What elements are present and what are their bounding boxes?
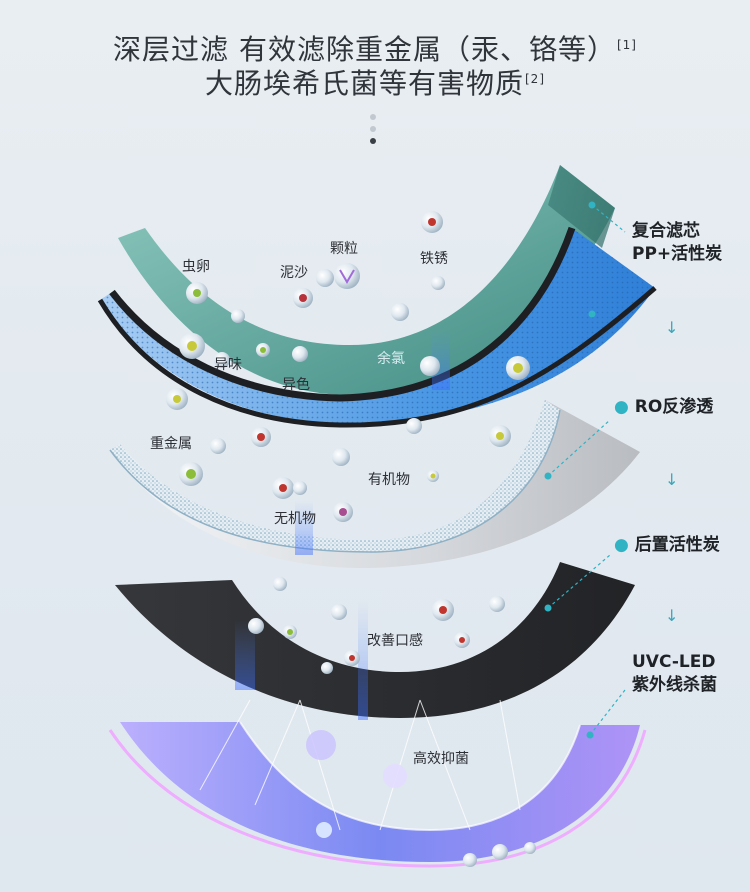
stage-label-composite-filter: 复合滤芯 PP+活性炭 — [632, 221, 723, 264]
reference-2: [2] — [525, 71, 545, 86]
pointer-dot — [544, 472, 552, 480]
stage-label-ro: ● RO反渗透 — [614, 397, 714, 417]
down-arrow-icon: ↓ — [665, 470, 679, 489]
reference-1: [1] — [616, 37, 637, 52]
foam-layer — [118, 165, 615, 395]
label-particles: 颗粒 — [330, 241, 358, 257]
uv-rays — [199, 699, 521, 831]
label-inorganics: 无机物 — [274, 511, 316, 527]
water-flow-beams — [235, 330, 450, 720]
label-antibacterial: 高效抑菌 — [413, 751, 469, 767]
label-rust: 铁锈 — [420, 251, 448, 267]
ro-membrane-layer — [109, 400, 640, 569]
pointer-dot — [544, 604, 552, 612]
pager-dot-active[interactable] — [370, 138, 376, 144]
headline-line-1: 深层过滤 有效滤除重金属（汞、铬等）[1] — [113, 33, 637, 66]
pointer-dot — [588, 310, 596, 318]
pointer-dot — [586, 731, 594, 739]
label-chlorine: 余氯 — [377, 351, 405, 367]
label-heavy-metals: 重金属 — [150, 436, 192, 452]
down-arrow-icon: ↓ — [665, 318, 679, 337]
down-arrow-icon: ↓ — [665, 606, 679, 625]
label-taste: 改善口感 — [367, 633, 423, 649]
uv-led-layer — [108, 721, 647, 868]
label-color: 异色 — [282, 377, 310, 393]
stage-label-uvc: UVC-LED 紫外线杀菌 — [632, 652, 717, 695]
page-indicator — [370, 114, 376, 150]
pointer-dot — [588, 201, 596, 209]
label-odor: 异味 — [214, 357, 242, 373]
pager-dot[interactable] — [370, 126, 376, 132]
label-organics: 有机物 — [368, 472, 410, 488]
stage-pointer-lines — [547, 204, 626, 736]
impurity-particles — [166, 211, 536, 867]
label-silt: 泥沙 — [280, 265, 308, 281]
pager-dot[interactable] — [370, 114, 376, 120]
stage-label-post-carbon: ● 后置活性炭 — [614, 535, 720, 555]
label-eggs: 虫卵 — [182, 259, 210, 275]
headline-line-2: 大肠埃希氏菌等有害物质[2] — [204, 67, 545, 100]
